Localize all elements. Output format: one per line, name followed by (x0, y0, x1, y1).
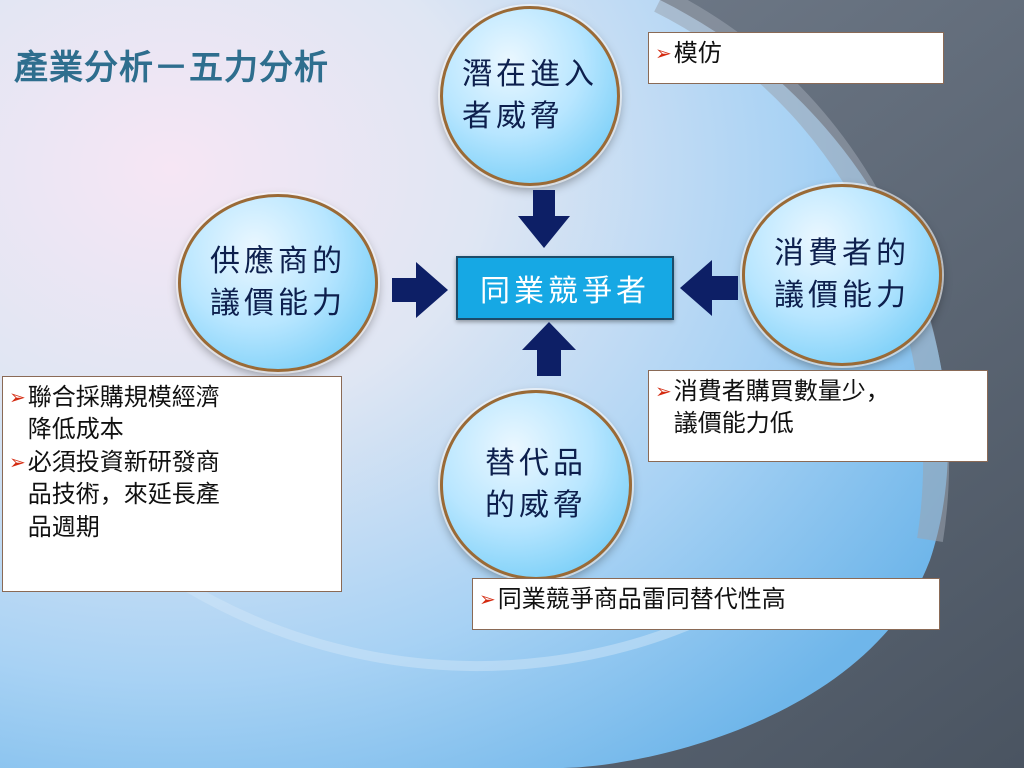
note-bullet: ➢ 聯合採購規模經濟 降低成本 (9, 381, 335, 446)
right-arrow-icon (392, 262, 448, 318)
circle-supplier-power: 供應商的 議價能力 (178, 194, 378, 372)
down-arrow-icon (518, 190, 570, 248)
note-bullet: ➢ 消費者購買數量少， 議價能力低 (655, 375, 981, 440)
note-text: 同業競爭商品雷同替代性高 (497, 585, 786, 613)
center-competitors-label: 同業競爭者 (480, 274, 650, 309)
note-potential-entrants: ➢ 模仿 (648, 32, 944, 84)
note-supplier-power: ➢ 聯合採購規模經濟 降低成本 ➢ 必須投資新研發商 品技術，來延長產 品週期 (2, 376, 342, 592)
slide-title: 產業分析－五力分析 (14, 48, 329, 88)
left-arrow-icon (680, 260, 738, 316)
arrowhead-bullet-icon: ➢ (9, 449, 26, 474)
note-bullet: ➢ 模仿 (655, 37, 937, 69)
circle-potential-entrants: 潛在進入 者威脅 (440, 6, 620, 186)
arrowhead-bullet-icon: ➢ (655, 41, 672, 65)
center-competitors-box: 同業競爭者 (456, 256, 674, 320)
note-text: 必須投資新研發商 品技術，來延長產 品週期 (27, 447, 220, 541)
circle-potential-entrants-label: 潛在進入 者威脅 (462, 57, 598, 134)
circle-buyer-power: 消費者的 議價能力 (742, 184, 942, 366)
note-buyer-power: ➢ 消費者購買數量少， 議價能力低 (648, 370, 988, 462)
circle-substitutes: 替代品 的威脅 (440, 390, 632, 580)
arrowhead-bullet-icon: ➢ (655, 379, 672, 403)
note-bullet: ➢ 必須投資新研發商 品技術，來延長產 品週期 (9, 446, 335, 543)
note-text: 聯合採購規模經濟 降低成本 (27, 383, 220, 444)
circle-substitutes-label: 替代品 的威脅 (485, 446, 587, 523)
circle-supplier-power-label: 供應商的 議價能力 (210, 244, 346, 321)
arrowhead-bullet-icon: ➢ (9, 385, 26, 409)
note-bullet: ➢ 同業競爭商品雷同替代性高 (479, 583, 933, 615)
note-text: 模仿 (673, 39, 722, 67)
note-text: 消費者購買數量少， 議價能力低 (673, 377, 890, 438)
circle-buyer-power-label: 消費者的 議價能力 (774, 236, 910, 313)
up-arrow-icon (522, 322, 576, 376)
note-substitutes: ➢ 同業競爭商品雷同替代性高 (472, 578, 940, 630)
arrowhead-bullet-icon: ➢ (479, 587, 496, 611)
